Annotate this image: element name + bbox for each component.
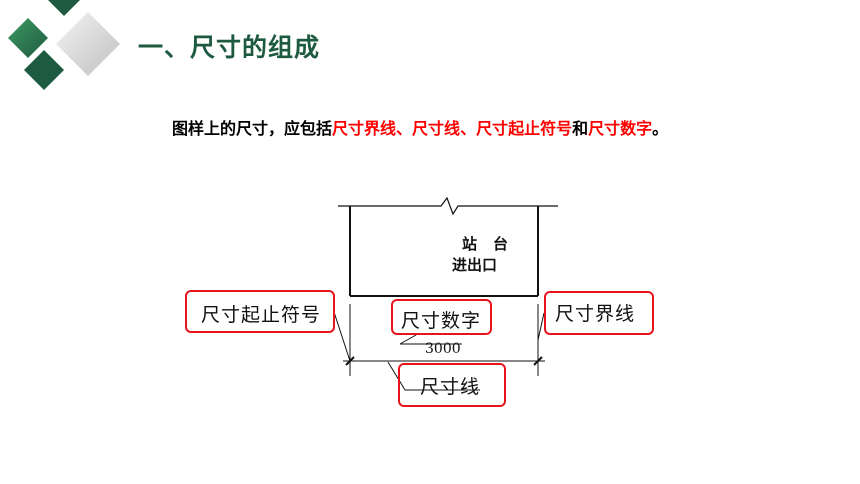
label-dimension-number-text: 尺寸数字 (401, 310, 482, 332)
intro-lead: 图样上的尺寸，应包括 (172, 119, 333, 138)
tick-right (533, 356, 543, 366)
label-dimension-symbol: 尺寸起止符号 (185, 290, 335, 333)
term-extension: 尺寸界线 (332, 119, 397, 138)
page-title: 一、尺寸的组成 (138, 33, 321, 62)
diamond-grey (56, 12, 120, 76)
leader-number (399, 334, 417, 345)
diamond-top (48, 0, 80, 16)
label-dimension-number: 尺寸数字 (391, 299, 492, 335)
break-line (338, 196, 558, 216)
leader-symbol (333, 311, 351, 362)
intro-conj: 和 (572, 119, 589, 138)
intro-sep-2: 、 (460, 119, 477, 138)
label-dimension-symbol-text: 尺寸起止符号 (201, 304, 322, 326)
label-dimension-line-text: 尺寸线 (420, 376, 481, 398)
label-dimension-line: 尺寸线 (398, 363, 506, 407)
diamond-bottom (24, 50, 64, 90)
intro-end: 。 (652, 119, 669, 138)
platform-label: 站台 (462, 235, 525, 253)
leader-extension (537, 312, 545, 341)
intro-sep-1: 、 (396, 119, 413, 138)
dimension-value: 3000 (425, 341, 461, 357)
label-extension-line: 尺寸界线 (544, 291, 654, 335)
term-number: 尺寸数字 (588, 119, 653, 138)
intro-sentence: 图样上的尺寸，应包括尺寸界线、尺寸线、尺寸起止符号和尺寸数字。 (172, 115, 668, 139)
diamond-left (8, 18, 48, 58)
label-extension-line-text: 尺寸界线 (555, 303, 636, 325)
corner-logo (8, 0, 120, 90)
leader-line (387, 361, 406, 391)
platform-entrance-label: 进出口 (452, 256, 498, 274)
term-line: 尺寸线 (412, 119, 461, 138)
term-symbol: 尺寸起止符号 (476, 119, 573, 138)
